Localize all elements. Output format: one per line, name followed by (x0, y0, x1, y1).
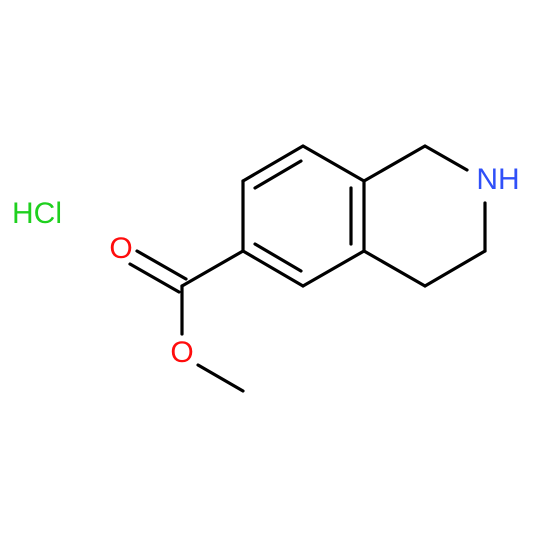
bond-ring-lower-left-inner (253, 242, 303, 273)
bond-ring-lower-right (301, 249, 366, 288)
piperidine-ring (362, 144, 487, 288)
bond-c1 (362, 144, 427, 183)
bond-carbonyl-double-a (135, 249, 188, 281)
bond-c1-n (423, 144, 469, 172)
ester-group (128, 249, 245, 393)
ester-oxygen-label: O (170, 336, 193, 369)
bond-oxygen-methyl (196, 363, 245, 393)
bond-carbonyl-double-b (128, 262, 181, 294)
bond-ring-carbonyl (180, 249, 245, 288)
bond-c3-c4 (423, 249, 487, 288)
bond-ring-upper-right (301, 144, 366, 183)
benzene-ring (241, 144, 366, 288)
salt-label: HCl (12, 197, 62, 230)
carbonyl-oxygen-label: O (109, 232, 132, 265)
bond-ring-lower-left (241, 249, 305, 288)
bond-ring-top (241, 144, 305, 183)
bond-ring-top-inner (253, 159, 303, 190)
bond-c4-ring (362, 249, 427, 288)
amine-label: NH (476, 163, 519, 196)
